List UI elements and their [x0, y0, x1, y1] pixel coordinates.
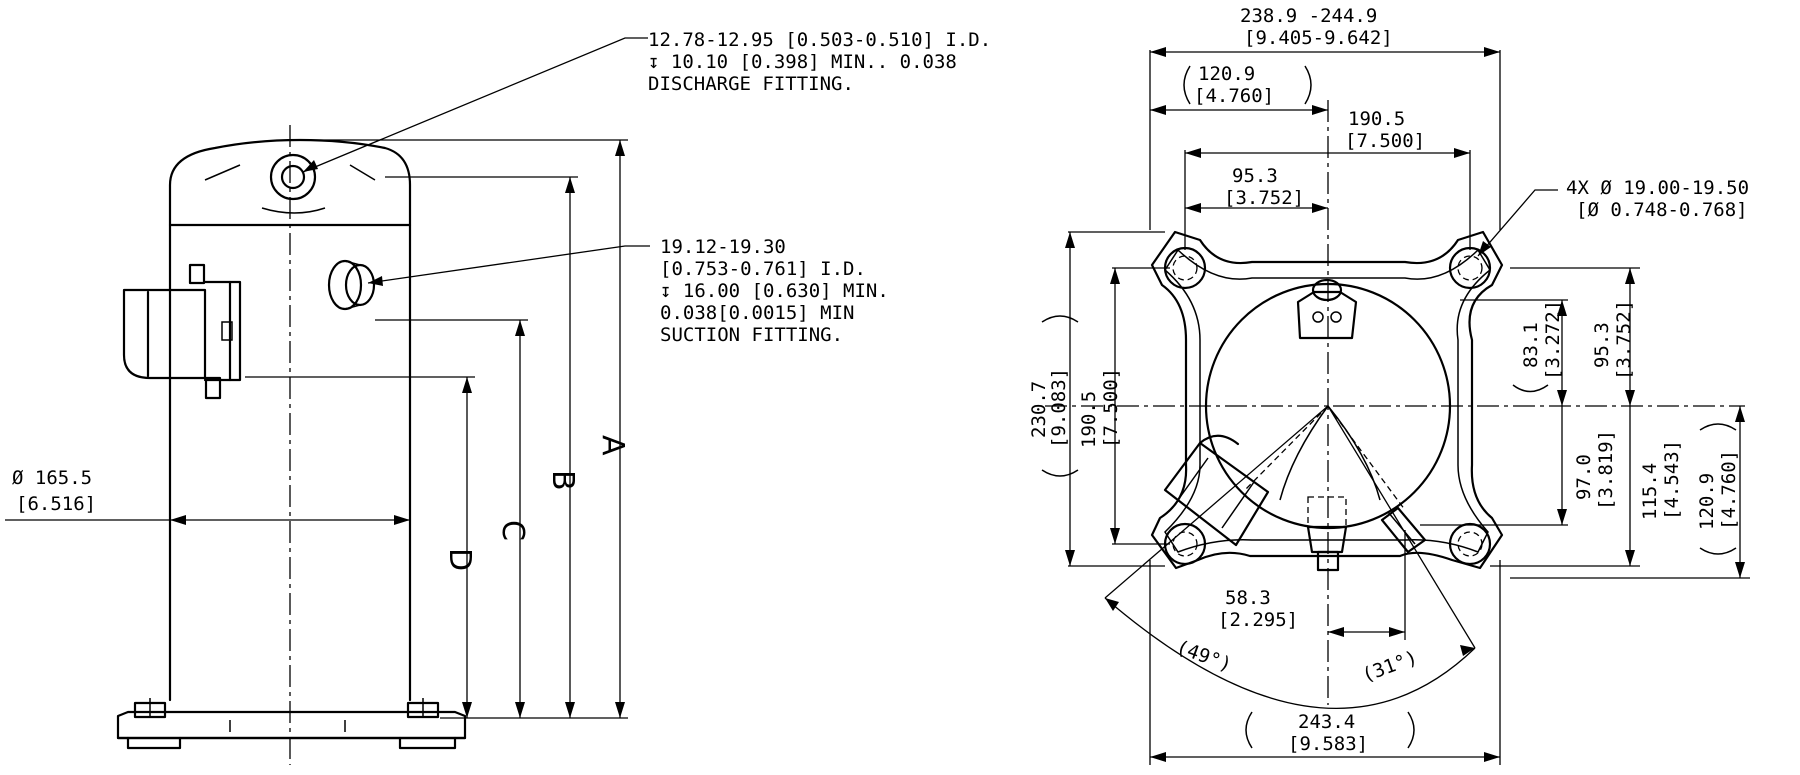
bolt-spacing-x-value: 190.5 — [1348, 108, 1405, 130]
discharge-note-line-3: DISCHARGE FITTING. — [648, 73, 854, 95]
suction-note-line-4: 0.038[0.0015] MIN — [660, 302, 854, 324]
bolt-spacing-y-inch: [7.500] — [1100, 368, 1122, 448]
angle-left-label: (49°) — [1173, 636, 1234, 676]
r-115-inch: [4.543] — [1661, 440, 1683, 520]
discharge-note-line-1: 12.78-12.95 [0.503-0.510] I.D. — [648, 29, 991, 51]
dimension-c-label: C — [495, 520, 530, 541]
r-120-inch: [4.760] — [1718, 450, 1740, 530]
discharge-fitting — [269, 153, 317, 201]
r-95-inch: [3.752] — [1613, 300, 1635, 380]
holes-note-inch: [Ø 0.748-0.768] — [1576, 199, 1748, 221]
r-97-inch: [3.819] — [1595, 430, 1617, 510]
left-offset-value: 120.9 — [1198, 63, 1255, 85]
diameter-inch: [6.516] — [16, 493, 96, 515]
half-spacing-x-value: 95.3 — [1232, 165, 1278, 187]
half-spacing-x-inch: [3.752] — [1224, 187, 1304, 209]
bolt-spacing-x-inch: [7.500] — [1345, 130, 1425, 152]
side-view: A B C D Ø 165.5 [6.516] 12.78-12.95 [0.5… — [5, 29, 991, 765]
r-115-value: 115.4 — [1639, 463, 1661, 520]
overall-depth-inch: [9.083] — [1048, 368, 1070, 448]
dimension-a-label: A — [595, 435, 630, 456]
overall-depth-value: 230.7 — [1028, 381, 1050, 438]
r-83-value: 83.1 — [1520, 322, 1542, 368]
suction-note-line-3: ↧ 16.00 [0.630] MIN. — [660, 280, 889, 302]
bolt-spacing-y-value: 190.5 — [1078, 391, 1100, 448]
angle-right-label: (31°) — [1359, 646, 1420, 686]
top-view: 238.9 -244.9 [9.405-9.642] 120.9 [4.760]… — [1028, 5, 1750, 765]
diameter-value: Ø 165.5 — [12, 467, 92, 489]
overall-width-inch: [9.405-9.642] — [1244, 27, 1393, 49]
suction-note-line-2: [0.753-0.761] I.D. — [660, 258, 866, 280]
r-83-inch: [3.272] — [1542, 300, 1564, 380]
suction-fitting — [327, 259, 376, 311]
base-width-inch: [9.583] — [1288, 733, 1368, 755]
suction-note-line-5: SUCTION FITTING. — [660, 324, 843, 346]
r-120-value: 120.9 — [1696, 473, 1718, 530]
mounting-base — [116, 698, 467, 750]
suction-offset-value: 58.3 — [1225, 587, 1271, 609]
suction-top — [1306, 496, 1348, 572]
r-97-value: 97.0 — [1573, 454, 1595, 500]
overall-width-value: 238.9 -244.9 — [1240, 5, 1377, 27]
dimension-d-label: D — [442, 548, 477, 571]
terminal-box-top — [1163, 434, 1270, 547]
dimension-b-label: B — [545, 470, 580, 491]
r-95-value: 95.3 — [1591, 322, 1613, 368]
holes-note-value: 4X Ø 19.00-19.50 — [1566, 177, 1749, 199]
suction-offset-inch: [2.295] — [1218, 609, 1298, 631]
discharge-top — [1296, 278, 1358, 340]
terminal-box — [122, 263, 242, 400]
base-width-value: 243.4 — [1298, 711, 1355, 733]
suction-note-line-1: 19.12-19.30 — [660, 236, 786, 258]
left-offset-inch: [4.760] — [1194, 85, 1274, 107]
discharge-note-line-2: ↧ 10.10 [0.398] MIN.. 0.038 — [648, 51, 957, 73]
